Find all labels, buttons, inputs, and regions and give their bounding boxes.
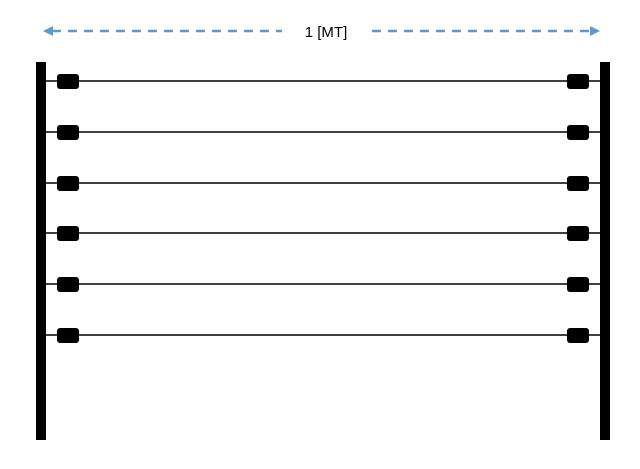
insulator-left-1 <box>57 74 79 89</box>
insulator-left-3 <box>57 176 79 191</box>
insulator-left-4 <box>57 226 79 241</box>
insulator-left-6 <box>57 328 79 343</box>
insulator-left-5 <box>57 277 79 292</box>
right-post <box>600 62 610 440</box>
insulator-right-3 <box>567 176 589 191</box>
dimension-arrow-right <box>590 26 600 36</box>
insulator-left-2 <box>57 125 79 140</box>
dimension-indicator: 1 [MT] <box>43 24 600 41</box>
insulator-right-2 <box>567 125 589 140</box>
insulator-right-4 <box>567 226 589 241</box>
dimension-arrow-left <box>43 26 53 36</box>
left-post <box>36 62 46 440</box>
insulator-right-5 <box>567 277 589 292</box>
insulator-right-6 <box>567 328 589 343</box>
dimension-label: 1 [MT] <box>305 24 348 41</box>
wire-group <box>46 74 600 343</box>
insulator-right-1 <box>567 74 589 89</box>
